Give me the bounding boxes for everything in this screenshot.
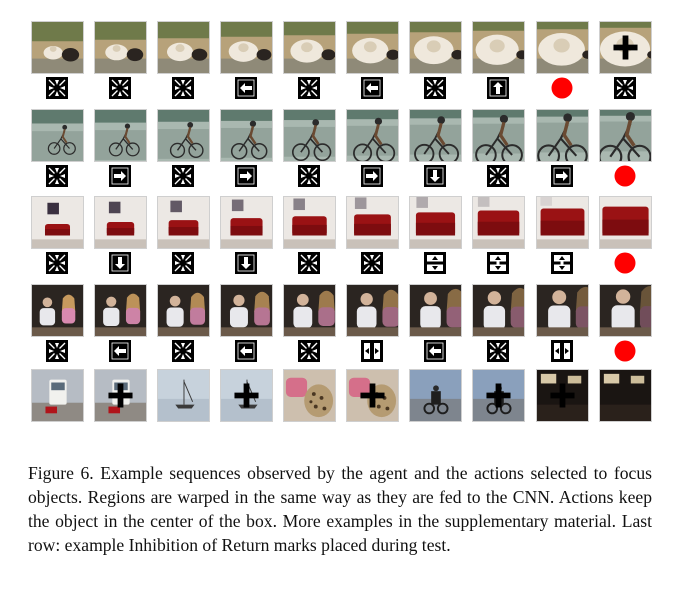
thumbnail-r1-c1 bbox=[31, 21, 84, 74]
action-down-icon bbox=[424, 165, 446, 187]
thumbnail-r5-c4 bbox=[220, 369, 273, 422]
thumbnail-r3-c3 bbox=[157, 196, 210, 249]
action-trigger-icon bbox=[614, 252, 636, 274]
action-up-icon bbox=[487, 77, 509, 99]
thumbnail-r2-c5 bbox=[283, 109, 336, 162]
thumbnail-r2-c6 bbox=[346, 109, 399, 162]
action-trigger-ior-icon bbox=[614, 77, 636, 99]
thumbnail-r5-c8 bbox=[472, 369, 525, 422]
thumbnail-r1-c2 bbox=[94, 21, 147, 74]
figure-6 bbox=[31, 21, 652, 422]
action-trigger-ior-icon bbox=[172, 252, 194, 274]
thumbnail-r4-c3 bbox=[157, 284, 210, 337]
action-trigger-ior-icon bbox=[298, 77, 320, 99]
action-trigger-ior-icon bbox=[487, 340, 509, 362]
thumbnail-r5-c10 bbox=[599, 369, 652, 422]
action-trigger-ior-icon bbox=[172, 165, 194, 187]
action-fatter-icon bbox=[361, 340, 383, 362]
action-right-icon bbox=[551, 165, 573, 187]
thumbnail-r5-c1 bbox=[31, 369, 84, 422]
action-trigger-ior-icon bbox=[109, 77, 131, 99]
action-trigger-ior-icon bbox=[46, 77, 68, 99]
thumbnail-r3-c1 bbox=[31, 196, 84, 249]
action-left-icon bbox=[361, 77, 383, 99]
thumbnail-r5-c6 bbox=[346, 369, 399, 422]
thumbnail-r4-c10 bbox=[599, 284, 652, 337]
action-left-icon bbox=[235, 77, 257, 99]
thumbnail-r3-c10 bbox=[599, 196, 652, 249]
action-right-icon bbox=[235, 165, 257, 187]
action-trigger-icon bbox=[614, 165, 636, 187]
action-left-icon bbox=[109, 340, 131, 362]
thumbnail-r3-c6 bbox=[346, 196, 399, 249]
action-trigger-ior-icon bbox=[298, 252, 320, 274]
thumbnail-r5-c7 bbox=[409, 369, 462, 422]
thumbnail-r4-c5 bbox=[283, 284, 336, 337]
action-fatter-icon bbox=[551, 340, 573, 362]
action-down-icon bbox=[235, 252, 257, 274]
thumbnail-r4-c6 bbox=[346, 284, 399, 337]
thumbnail-r2-c2 bbox=[94, 109, 147, 162]
action-shrink-v-icon bbox=[551, 252, 573, 274]
action-trigger-ior-icon bbox=[46, 340, 68, 362]
thumbnail-r4-c9 bbox=[536, 284, 589, 337]
thumbnail-r2-c3 bbox=[157, 109, 210, 162]
thumbnail-r1-c6 bbox=[346, 21, 399, 74]
thumbnail-r1-c3 bbox=[157, 21, 210, 74]
thumbnail-r2-c4 bbox=[220, 109, 273, 162]
thumbnail-r1-c10 bbox=[599, 21, 652, 74]
thumbnail-r5-c3 bbox=[157, 369, 210, 422]
action-down-icon bbox=[109, 252, 131, 274]
thumbnail-r3-c2 bbox=[94, 196, 147, 249]
action-trigger-ior-icon bbox=[298, 165, 320, 187]
figure-caption: Figure 6. Example sequences observed by … bbox=[28, 463, 652, 555]
action-trigger-ior-icon bbox=[46, 252, 68, 274]
thumbnail-r1-c4 bbox=[220, 21, 273, 74]
action-trigger-ior-icon bbox=[172, 340, 194, 362]
thumbnail-r3-c9 bbox=[536, 196, 589, 249]
action-right-icon bbox=[361, 165, 383, 187]
thumbnail-r1-c8 bbox=[472, 21, 525, 74]
thumbnail-r4-c2 bbox=[94, 284, 147, 337]
action-left-icon bbox=[424, 340, 446, 362]
action-shrink-v-icon bbox=[487, 252, 509, 274]
thumbnail-r4-c4 bbox=[220, 284, 273, 337]
action-right-icon bbox=[109, 165, 131, 187]
thumbnail-r2-c7 bbox=[409, 109, 462, 162]
thumbnail-r2-c9 bbox=[536, 109, 589, 162]
action-trigger-ior-icon bbox=[487, 165, 509, 187]
thumbnail-r5-c9 bbox=[536, 369, 589, 422]
thumbnail-r4-c7 bbox=[409, 284, 462, 337]
thumbnail-r5-c2 bbox=[94, 369, 147, 422]
action-trigger-ior-icon bbox=[424, 77, 446, 99]
action-trigger-icon bbox=[551, 77, 573, 99]
thumbnail-r3-c5 bbox=[283, 196, 336, 249]
thumbnail-r4-c1 bbox=[31, 284, 84, 337]
action-trigger-icon bbox=[614, 340, 636, 362]
thumbnail-r3-c4 bbox=[220, 196, 273, 249]
thumbnail-r1-c5 bbox=[283, 21, 336, 74]
action-shrink-h-icon bbox=[424, 252, 446, 274]
thumbnail-r3-c8 bbox=[472, 196, 525, 249]
thumbnail-r3-c7 bbox=[409, 196, 462, 249]
thumbnail-r1-c7 bbox=[409, 21, 462, 74]
thumbnail-r5-c5 bbox=[283, 369, 336, 422]
action-trigger-ior-icon bbox=[361, 252, 383, 274]
thumbnail-r2-c8 bbox=[472, 109, 525, 162]
thumbnail-r2-c10 bbox=[599, 109, 652, 162]
thumbnail-r4-c8 bbox=[472, 284, 525, 337]
thumbnail-r1-c9 bbox=[536, 21, 589, 74]
action-left-icon bbox=[235, 340, 257, 362]
thumbnail-r2-c1 bbox=[31, 109, 84, 162]
action-trigger-ior-icon bbox=[172, 77, 194, 99]
action-trigger-ior-icon bbox=[46, 165, 68, 187]
action-trigger-ior-icon bbox=[298, 340, 320, 362]
